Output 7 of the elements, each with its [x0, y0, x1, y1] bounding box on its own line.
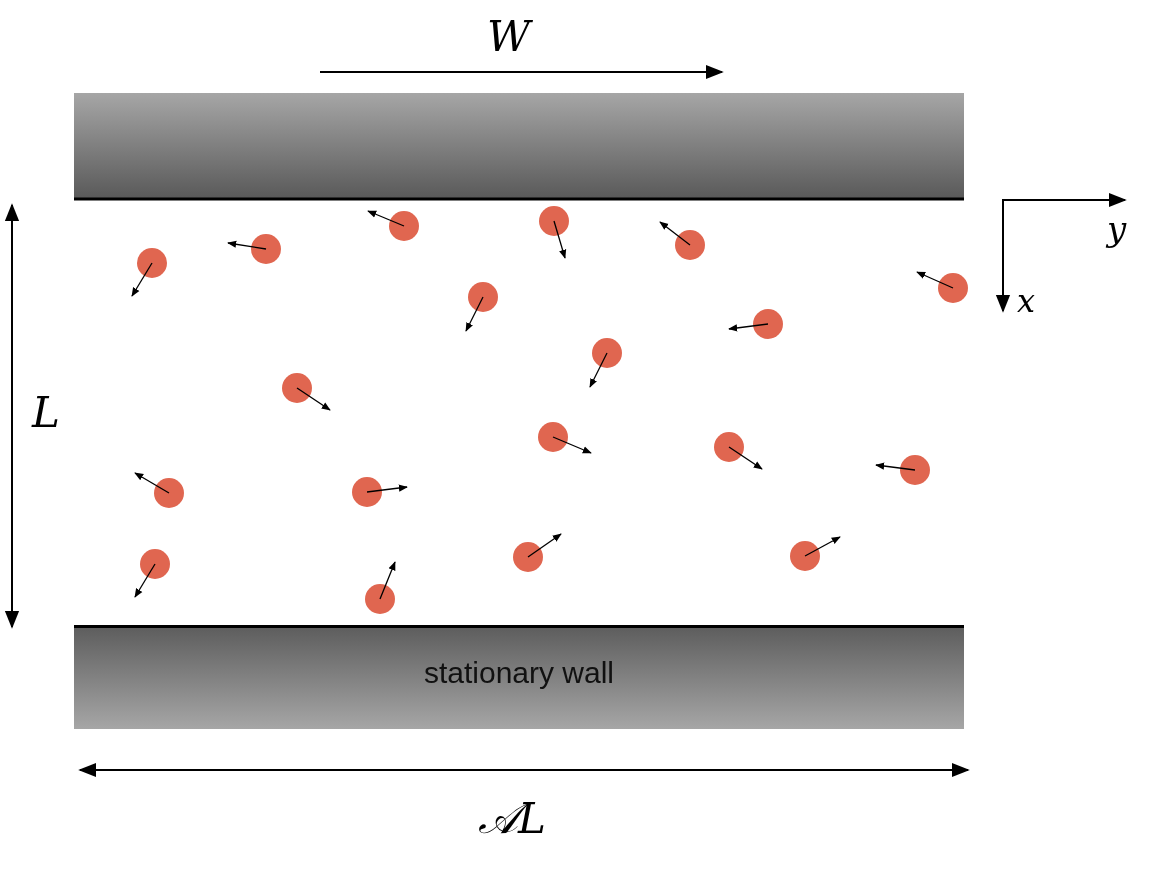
length-label: L [32, 392, 60, 434]
length-label: 𝒜L [478, 798, 546, 840]
velocity-label: W [487, 16, 531, 58]
axis-label: y [1107, 212, 1127, 246]
wall-label: stationary wall [423, 656, 615, 690]
axis-label: x [1017, 285, 1036, 317]
stationary-wall [74, 625, 964, 729]
